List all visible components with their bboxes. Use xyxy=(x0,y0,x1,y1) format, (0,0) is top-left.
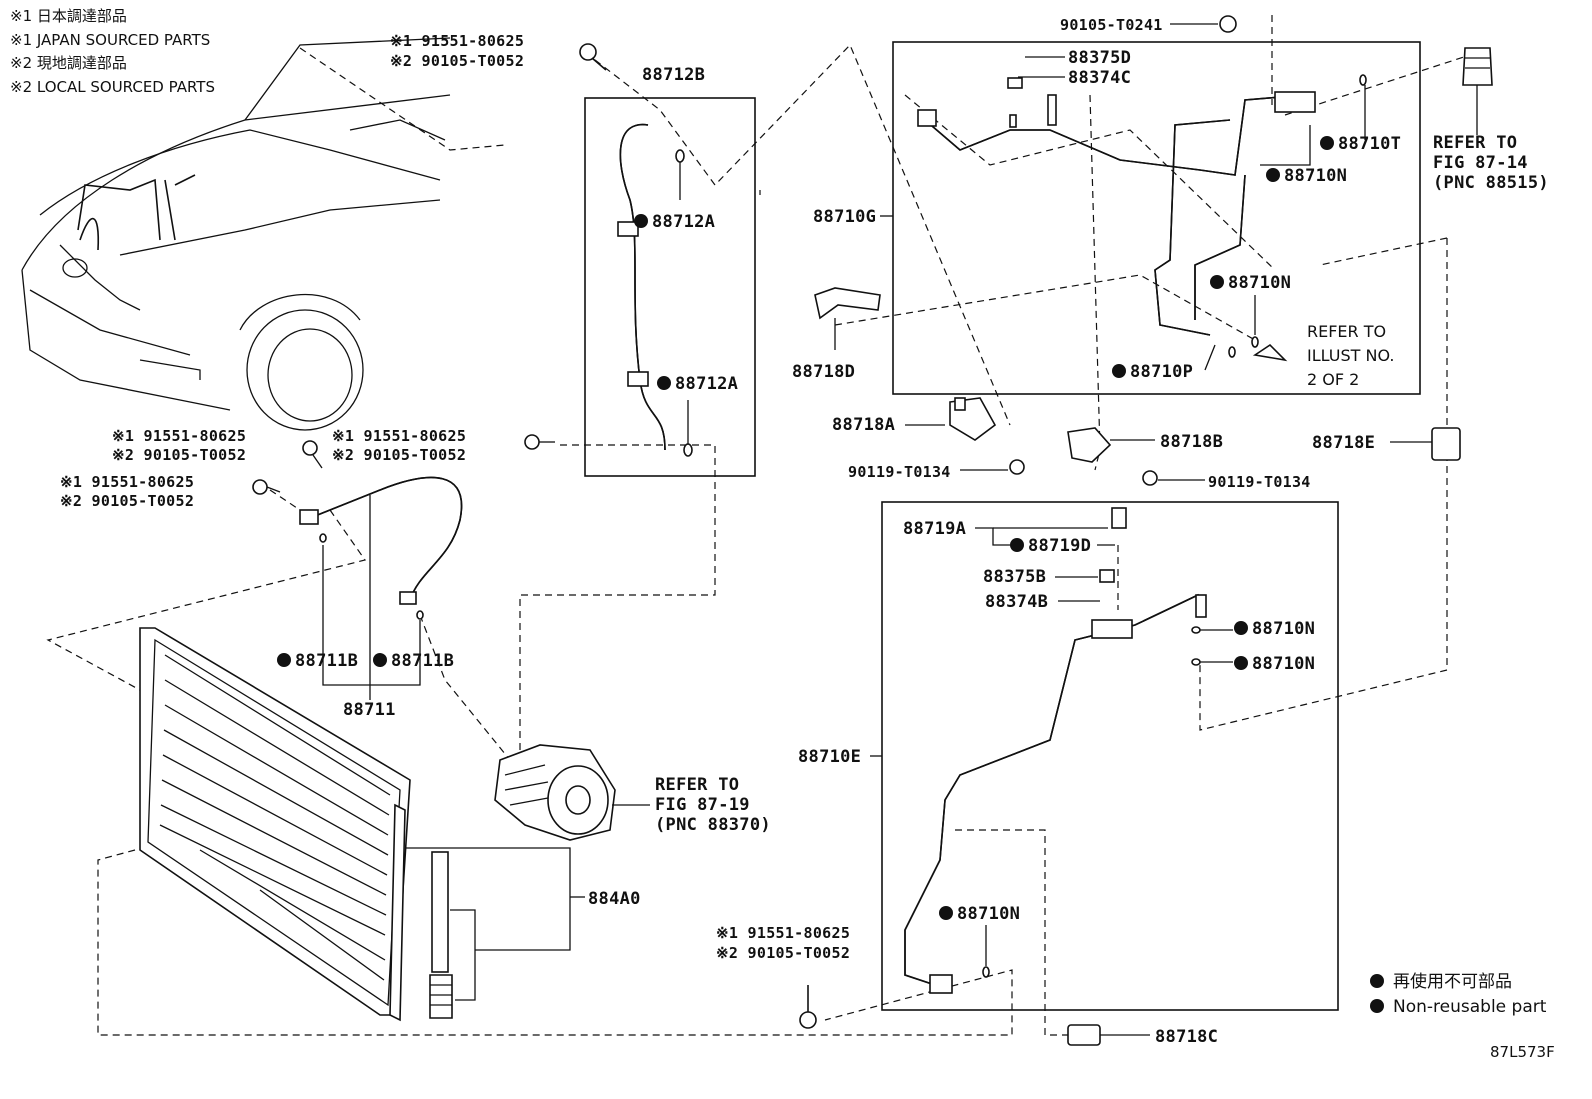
nonreusable-marker xyxy=(373,653,387,667)
tube-88710g-box xyxy=(892,41,1421,395)
nonreusable-marker xyxy=(1320,136,1334,150)
bracket-88718e: 88718E xyxy=(1312,427,1461,461)
bolt-label-1: ※1 91551-80625 xyxy=(390,32,524,50)
label-88710n-e: 88710N xyxy=(957,904,1020,924)
label-88710g: 88710G xyxy=(813,207,876,227)
center-mid-bolt-2: ※2 90105-T0052 xyxy=(332,446,466,464)
label-88718a: 88718A xyxy=(832,415,895,435)
label-88710p: 88710P xyxy=(1130,362,1193,382)
label-88711b-left: 88711B xyxy=(295,651,358,671)
label-90105-t0241: 90105-T0241 xyxy=(1060,16,1163,34)
clamp-88718c: 88718C xyxy=(1067,1024,1218,1047)
left-mid-bolt-2: ※2 90105-T0052 xyxy=(112,446,246,464)
refer-8719-line3: (PNC 88370) xyxy=(655,815,771,835)
nonreusable-marker xyxy=(277,653,291,667)
bolt-bottom: ※1 91551-80625 ※2 90105-T0052 xyxy=(716,924,850,1029)
refer-8719-line2: FIG 87-19 xyxy=(655,795,750,815)
bolt-90119-left: 90119-T0134 xyxy=(848,459,1025,481)
label-88710t: 88710T xyxy=(1338,134,1401,154)
nonreusable-marker xyxy=(1210,275,1224,289)
condenser-illustration xyxy=(139,627,585,1022)
label-88710n-a: 88710N xyxy=(1284,166,1347,186)
vehicle-illustration xyxy=(21,37,451,431)
note-1-en: ※1 JAPAN SOURCED PARTS xyxy=(10,31,210,49)
label-88712a-upper: 88712A xyxy=(652,212,715,232)
legend-dot-en xyxy=(1370,999,1384,1013)
refer-illust-line2: ILLUST NO. xyxy=(1307,346,1394,365)
left-lower-bolt-2: ※2 90105-T0052 xyxy=(60,492,194,510)
tube-88710g-group xyxy=(892,41,1421,395)
label-88718e: 88718E xyxy=(1312,433,1375,453)
legend-jp: 再使用不可部品 xyxy=(1393,971,1512,992)
bolt-center-mid: ※1 91551-80625 ※2 90105-T0052 xyxy=(332,427,555,464)
label-88374b: 88374B xyxy=(985,592,1048,612)
label-88375d: 88375D xyxy=(1068,48,1131,68)
label-884a0: 884A0 xyxy=(588,889,641,909)
note-1-jp: ※1 日本調達部品 xyxy=(10,7,127,25)
label-88712b: 88712B xyxy=(642,65,705,85)
legend-en: Non-reusable part xyxy=(1393,997,1547,1017)
nonreusable-marker xyxy=(1112,364,1126,378)
label-88374c: 88374C xyxy=(1068,68,1131,88)
label-88719a: 88719A xyxy=(903,519,966,539)
refer-illust-line1: REFER TO xyxy=(1307,322,1386,341)
bolt-90105-t0241: 90105-T0241 xyxy=(1060,15,1237,34)
refer-8714-line2: FIG 87-14 xyxy=(1433,153,1528,173)
left-lower-bolt-1: ※1 91551-80625 xyxy=(60,473,194,491)
label-88718c: 88718C xyxy=(1155,1027,1218,1047)
nonreusable-marker xyxy=(1234,621,1248,635)
nonreusable-marker xyxy=(657,376,671,390)
refer-8719-line1: REFER TO xyxy=(655,775,739,795)
sourcing-notes: ※1 日本調達部品 ※1 JAPAN SOURCED PARTS ※2 現地調達… xyxy=(10,7,215,96)
label-88375b: 88375B xyxy=(983,567,1046,587)
hose-88712b-group xyxy=(584,97,756,477)
bracket-88718d: 88718D xyxy=(792,287,881,382)
refer-illust-2of2: REFER TO ILLUST NO. 2 OF 2 xyxy=(1307,322,1394,389)
left-mid-bolt-1: ※1 91551-80625 xyxy=(112,427,246,445)
bolt-top-center: ※1 91551-80625 ※2 90105-T0052 xyxy=(390,32,607,71)
figure-code: 87L573F xyxy=(1490,1043,1555,1061)
nonreusable-marker xyxy=(1234,656,1248,670)
bottom-bolt-label-1: ※1 91551-80625 xyxy=(716,924,850,942)
nonreusable-marker xyxy=(1010,538,1024,552)
hose-88712b-box xyxy=(584,97,756,477)
legend: 再使用不可部品 Non-reusable part xyxy=(1370,971,1547,1017)
hose-88711-group xyxy=(299,476,463,700)
bolt-label-2: ※2 90105-T0052 xyxy=(390,52,524,70)
compressor-illustration: REFER TO FIG 87-19 (PNC 88370) xyxy=(494,744,771,841)
refer-illust-line3: 2 OF 2 xyxy=(1307,370,1359,389)
note-2-jp: ※2 現地調達部品 xyxy=(10,54,127,72)
label-88718d: 88718D xyxy=(792,362,855,382)
refer-8714-line3: (PNC 88515) xyxy=(1433,173,1549,193)
refer-fig-87-14: REFER TO FIG 87-14 (PNC 88515) xyxy=(1433,47,1549,193)
bolt-left-mid: ※1 91551-80625 ※2 90105-T0052 xyxy=(112,427,323,469)
label-90119-right: 90119-T0134 xyxy=(1208,473,1311,491)
tube-88710e-group xyxy=(881,501,1339,1011)
label-88710e: 88710E xyxy=(798,747,861,767)
legend-dot-jp xyxy=(1370,974,1384,988)
label-88718b: 88718B xyxy=(1160,432,1223,452)
bottom-bolt-label-2: ※2 90105-T0052 xyxy=(716,944,850,962)
bolt-left-lower: ※1 91551-80625 ※2 90105-T0052 xyxy=(60,473,281,510)
nonreusable-marker xyxy=(1266,168,1280,182)
label-88711: 88711 xyxy=(343,700,396,720)
bolt-90119-right: 90119-T0134 xyxy=(1142,470,1311,491)
note-2-en: ※2 LOCAL SOURCED PARTS xyxy=(10,78,215,96)
bracket-88718a: 88718A xyxy=(832,397,997,441)
nonreusable-marker xyxy=(634,214,648,228)
label-88712a-lower: 88712A xyxy=(675,374,738,394)
refer-8714-line1: REFER TO xyxy=(1433,133,1517,153)
label-90119-left: 90119-T0134 xyxy=(848,463,951,481)
label-88710n-b: 88710N xyxy=(1228,273,1291,293)
nonreusable-marker xyxy=(939,906,953,920)
center-mid-bolt-1: ※1 91551-80625 xyxy=(332,427,466,445)
label-88719d: 88719D xyxy=(1028,536,1091,556)
label-88710n-c: 88710N xyxy=(1252,619,1315,639)
label-88711b-right: 88711B xyxy=(391,651,454,671)
bracket-88718b: 88718B xyxy=(1067,427,1223,463)
label-88710n-d: 88710N xyxy=(1252,654,1315,674)
